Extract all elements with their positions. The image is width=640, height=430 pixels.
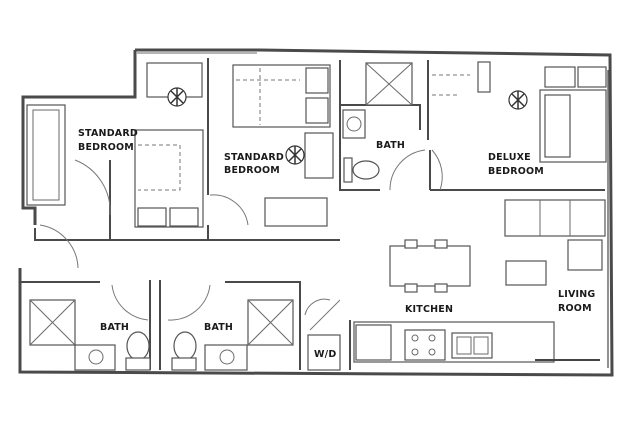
desk-chair-icon — [167, 87, 187, 107]
standard-bedroom-1-furniture — [26, 62, 204, 228]
doors — [39, 149, 443, 331]
room-label-standard-bedroom-1: BEDROOM — [78, 142, 134, 153]
room-label-bath-1: BATH — [376, 140, 405, 151]
room-label-bath-3: BATH — [204, 322, 233, 333]
room-label-deluxe-bedroom: DELUXE — [488, 152, 531, 163]
desk-chair-icon — [508, 90, 528, 110]
desk-chair-icon — [285, 145, 305, 165]
exterior-walls — [18, 48, 614, 377]
lower-baths-fixtures — [29, 299, 294, 371]
room-label-kitchen: KITCHEN — [405, 304, 453, 315]
room-label-living-room: ROOM — [558, 303, 592, 314]
room-labels: STANDARD BEDROOM STANDARD BEDROOM BATH D… — [78, 128, 595, 360]
interior-walls — [20, 58, 605, 370]
room-label-standard-bedroom-2: STANDARD — [224, 152, 284, 163]
living-kitchen-furniture — [307, 199, 606, 371]
room-label-standard-bedroom-2: BEDROOM — [224, 165, 280, 176]
deluxe-bedroom-furniture — [432, 61, 607, 163]
room-label-deluxe-bedroom: BEDROOM — [488, 166, 544, 177]
room-label-living-room: LIVING — [558, 289, 595, 300]
room-label-bath-2: BATH — [100, 322, 129, 333]
standard-bedroom-2-furniture — [232, 64, 334, 227]
room-label-washer-dryer: W/D — [314, 349, 336, 360]
bath-1-fixtures — [342, 62, 413, 183]
room-label-standard-bedroom-1: STANDARD — [78, 128, 138, 139]
